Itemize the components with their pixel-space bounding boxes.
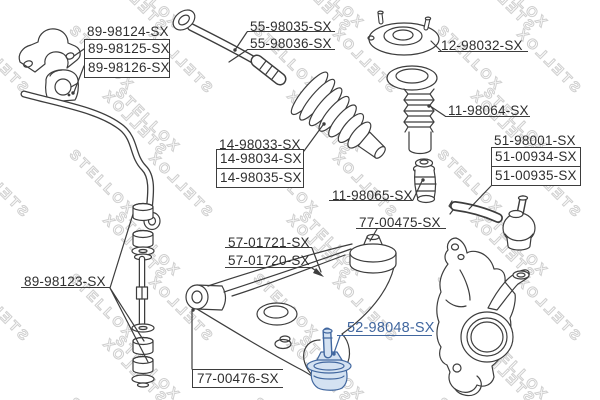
label-bump-stop: 11-98065-SX [329, 187, 413, 203]
label-ball-joint[interactable]: 52-98048-SX [337, 319, 434, 336]
label-stab-link: 89-98123-SX [21, 273, 110, 289]
label-rack-boot-3: 14-98035-SX [216, 169, 304, 188]
stabilizer-bushing-part [45, 69, 79, 103]
arm-rear-bushing-part [349, 233, 397, 274]
label-tie-rod-end-2: 51-00934-SX [491, 148, 581, 167]
label-inner-tie-rod-2: 55-98036-SX [247, 35, 335, 51]
label-tie-rod-end-1: 51-98001-SX [491, 132, 581, 148]
steering-knuckle-part [436, 237, 530, 397]
strut-boot-part [386, 65, 438, 155]
tie-rod-end-part [448, 195, 536, 251]
arm-front-bushing-part [185, 284, 227, 311]
stabilizer-link-part [131, 202, 155, 388]
bump-stop-part [412, 158, 437, 204]
control-arm-part [185, 233, 397, 387]
label-stab-bracket-1: 89-98124-SX [84, 23, 170, 40]
label-inner-tie-rod-1: 55-98035-SX [247, 18, 335, 34]
label-stab-bracket-3: 89-98126-SX [84, 59, 170, 78]
label-strut-boot: 11-98064-SX [445, 102, 530, 118]
label-arm-front-bushing: 77-00476-SX [192, 369, 283, 388]
stabilizer-bracket-part [18, 28, 81, 73]
leader-lines [71, 31, 492, 370]
label-tie-rod-end-3: 51-00935-SX [491, 167, 581, 186]
ball-joint-part [306, 327, 352, 391]
strut-mount-part [367, 10, 440, 56]
label-stab-bracket-2: 89-98125-SX [84, 40, 170, 59]
label-arm-rear-bushing: 77-00475-SX [356, 214, 446, 230]
inner-tie-rod-part [172, 9, 287, 86]
label-rack-boot-1: 14-98033-SX [216, 136, 304, 152]
rack-boot-part [290, 71, 386, 159]
label-rack-boot-2: 14-98034-SX [216, 150, 304, 169]
label-strut-mount: 12-98032-SX [438, 37, 528, 53]
label-control-arm-1: 57-01721-SX [225, 234, 312, 250]
label-control-arm-2: 57-01720-SX [225, 252, 312, 268]
